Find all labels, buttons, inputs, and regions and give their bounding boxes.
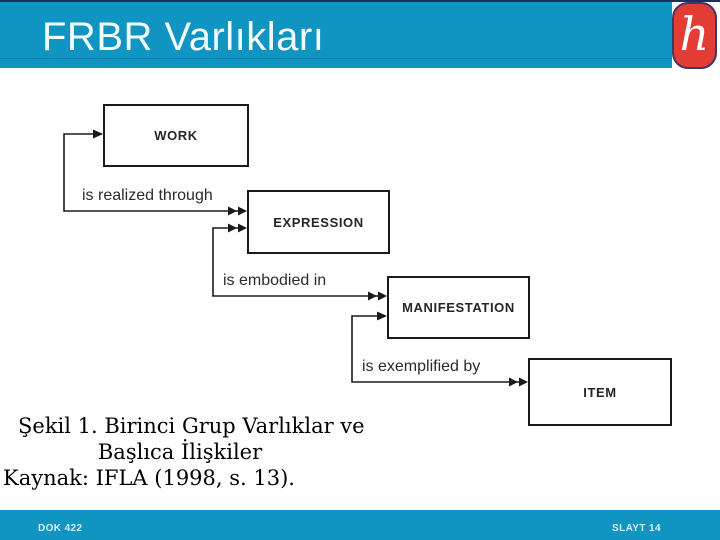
header-band <box>0 2 672 68</box>
logo-h-glyph: h <box>679 6 710 61</box>
relation-label-is-exemplified-by: is exemplified by <box>362 358 481 375</box>
caption-line-2: Başlıca İlişkiler <box>97 440 263 464</box>
arrowhead-into-work-single <box>93 129 103 139</box>
caption-line-3: Kaynak: IFLA (1998, s. 13). <box>3 466 295 490</box>
footer-course-code: DOK 422 <box>38 523 83 534</box>
arrowhead-into-item-a <box>519 377 528 387</box>
arrowhead-into-expression-1a <box>238 206 247 216</box>
entity-box-work: WORK <box>103 104 249 167</box>
arrowhead-into-item-b <box>509 377 518 387</box>
arrowhead-into-expression-2a <box>238 223 247 233</box>
entity-box-item: ITEM <box>528 358 672 426</box>
arrowhead-into-manifestation-single <box>377 311 387 321</box>
caption-line-1: Şekil 1. Birinci Grup Varlıklar ve <box>18 414 365 438</box>
hacettepe-university-logo-icon: h <box>672 2 717 69</box>
entity-label-expression: EXPRESSION <box>273 214 364 230</box>
arrowhead-into-expression-2b <box>228 223 237 233</box>
relation-label-is-realized-through: is realized through <box>82 187 213 204</box>
header-rule <box>0 58 672 59</box>
figure-caption: Şekil 1. Birinci Grup Varlıklar ve Başlı… <box>3 413 365 491</box>
relation-label-is-embodied-in: is embodied in <box>223 272 327 289</box>
footer-slide-number: SLAYT 14 <box>612 523 661 534</box>
footer-band <box>0 510 720 540</box>
slide-title: FRBR Varlıkları <box>42 15 325 59</box>
arrowhead-into-expression-1b <box>228 206 237 216</box>
entity-label-manifestation: MANIFESTATION <box>402 300 515 315</box>
entity-box-expression: EXPRESSION <box>247 190 390 254</box>
arrowhead-into-manifestation-1a <box>378 291 387 301</box>
entity-box-manifestation: MANIFESTATION <box>387 276 530 339</box>
entity-label-work: WORK <box>154 128 198 143</box>
header-top-line <box>0 0 720 2</box>
entity-label-item: ITEM <box>583 384 617 400</box>
arrowhead-into-manifestation-1b <box>368 291 377 301</box>
